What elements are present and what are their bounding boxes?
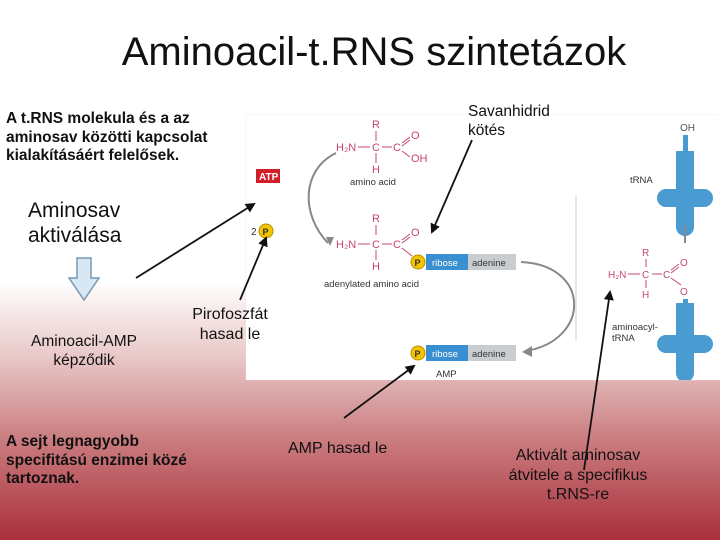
carbon-label: C [372, 142, 380, 154]
trna-oh-label: OH [680, 123, 695, 134]
ribose-label: ribose [432, 258, 458, 269]
slide-title: Aminoacil-t.RNS szintetázok [121, 30, 627, 74]
activation-label: Aminosav aktiválása [28, 198, 121, 248]
amp-forms-line-2: képződik [53, 351, 115, 369]
activation-arrow [135, 202, 256, 279]
desc-line-1: A t.RNS molekula és a az [6, 110, 190, 127]
trna-molecule [657, 151, 713, 236]
activation-line-1: Aminosav [28, 199, 121, 222]
arrowhead [522, 346, 532, 357]
desc-line-2: aminosav közötti kapcsolat [6, 128, 208, 146]
hydrogen-label: H [372, 164, 380, 176]
carboxyl-carbon-label-3: C [663, 270, 670, 281]
arrowhead [326, 237, 334, 246]
adenylated-structure: R H₂N C C H O O [336, 213, 420, 273]
specific-line-1: A sejt legnagyobb [6, 433, 139, 450]
r-group-label-2: R [372, 213, 380, 225]
aminoacyl-trna-molecule [657, 303, 713, 382]
reaction-diagram: R H₂N C C H O OH amino acid ATP 2 P R [251, 119, 713, 382]
specificity-note: A sejt legnagyobb specifitású enzimei kö… [6, 433, 246, 489]
transfer-label: Aktivált aminosav átvitele a specifikus … [488, 446, 668, 505]
oxygen-label-3: O [680, 258, 688, 269]
specific-line-3: tartoznak. [6, 470, 80, 488]
amine-label-3: H₂N [608, 270, 626, 281]
hydrogen-label-2: H [372, 261, 380, 273]
ribose-label: ribose [432, 349, 458, 360]
bond-line [670, 277, 682, 286]
adenine-box [468, 345, 516, 361]
oxygen-label-2: O [411, 227, 420, 239]
adenylated-caption: adenylated amino acid [324, 279, 419, 290]
anhydride-line-1: Savanhidrid [468, 103, 550, 120]
bond-line [401, 233, 411, 241]
desc-line-3: kialakításáért felelősek. [6, 147, 180, 165]
ribose-box [426, 345, 468, 361]
down-arrow-icon [67, 257, 101, 302]
activation-line-2: aktiválása [28, 224, 122, 248]
amine-label-2: H₂N [336, 239, 356, 251]
hydroxyl-label: OH [411, 153, 428, 165]
oxygen-label: O [411, 130, 420, 142]
phosphate-label: P [263, 227, 269, 237]
pyrophosphate-label: Pirofoszfát hasad le [184, 305, 276, 344]
adenine-box [468, 254, 516, 270]
aminoacyl-structure: R H₂N C C H O O [608, 248, 688, 301]
amp-caption: AMP [436, 369, 457, 380]
ester-oxygen-label-3: O [680, 287, 688, 298]
aminoacyl-trna-label-2: tRNA [612, 333, 635, 344]
atp-box [256, 169, 280, 183]
adenine-label: adenine [472, 258, 506, 269]
carbon-label-3: C [642, 270, 649, 281]
bond-line [401, 139, 411, 147]
ppi-line-2: hasad le [199, 325, 261, 343]
trna-label: tRNA [630, 175, 653, 186]
atp-label: ATP [259, 172, 279, 183]
adenine-label: adenine [472, 349, 506, 360]
phosphate-label: P [415, 349, 421, 359]
amp-released-label: AMP hasad le [288, 440, 388, 457]
carboxyl-carbon-label: C [393, 142, 401, 154]
amine-label: H₂N [336, 142, 356, 154]
phosphate-label: P [415, 258, 421, 268]
phosphate-icon [410, 254, 426, 270]
ppi-count: 2 [251, 227, 257, 238]
enzyme-description: A t.RNS molekula és a az aminosav között… [6, 110, 256, 166]
transfer-line-3: t.RNS-re [546, 486, 610, 504]
bond-line [401, 150, 411, 158]
activation-curve [307, 152, 337, 244]
transfer-curve [520, 261, 576, 352]
aminoacyl-amp-label: Aminoacil-AMP képződik [22, 333, 146, 371]
specific-line-2: specifitású enzimei közé [6, 451, 187, 469]
r-group-label-3: R [642, 248, 649, 259]
trna-stem [683, 135, 688, 153]
phosphate-icon [410, 345, 426, 361]
carbon-label-2: C [372, 239, 380, 251]
amino-acid-structure: R H₂N C C H O OH [336, 119, 428, 176]
bond-line [670, 263, 680, 271]
hydrogen-label-3: H [642, 290, 649, 301]
anhydride-line-2: kötés [468, 121, 506, 139]
bond-line [401, 136, 411, 144]
ppi-line-1: Pirofoszfát [192, 306, 268, 323]
bond-line [401, 247, 413, 257]
aminoacyl-trna-label-1: aminoacyl- [612, 322, 658, 333]
carboxyl-carbon-label-2: C [393, 239, 401, 251]
bond-line [670, 266, 680, 274]
anhydride-bond-label: Savanhidrid kötés [468, 103, 550, 141]
transfer-line-1: Aktivált aminosav [515, 447, 641, 464]
amino-acid-caption: amino acid [350, 177, 396, 188]
bond-line [401, 236, 411, 244]
trna-stem [683, 299, 688, 305]
ribose-box [426, 254, 468, 270]
transfer-line-2: átvitele a specifikus [508, 466, 648, 484]
reaction-figure: R H₂N C C H O OH amino acid ATP 2 P R [246, 115, 720, 382]
amp-forms-line-1: Aminoacil-AMP [31, 333, 137, 350]
r-group-label: R [372, 119, 380, 131]
